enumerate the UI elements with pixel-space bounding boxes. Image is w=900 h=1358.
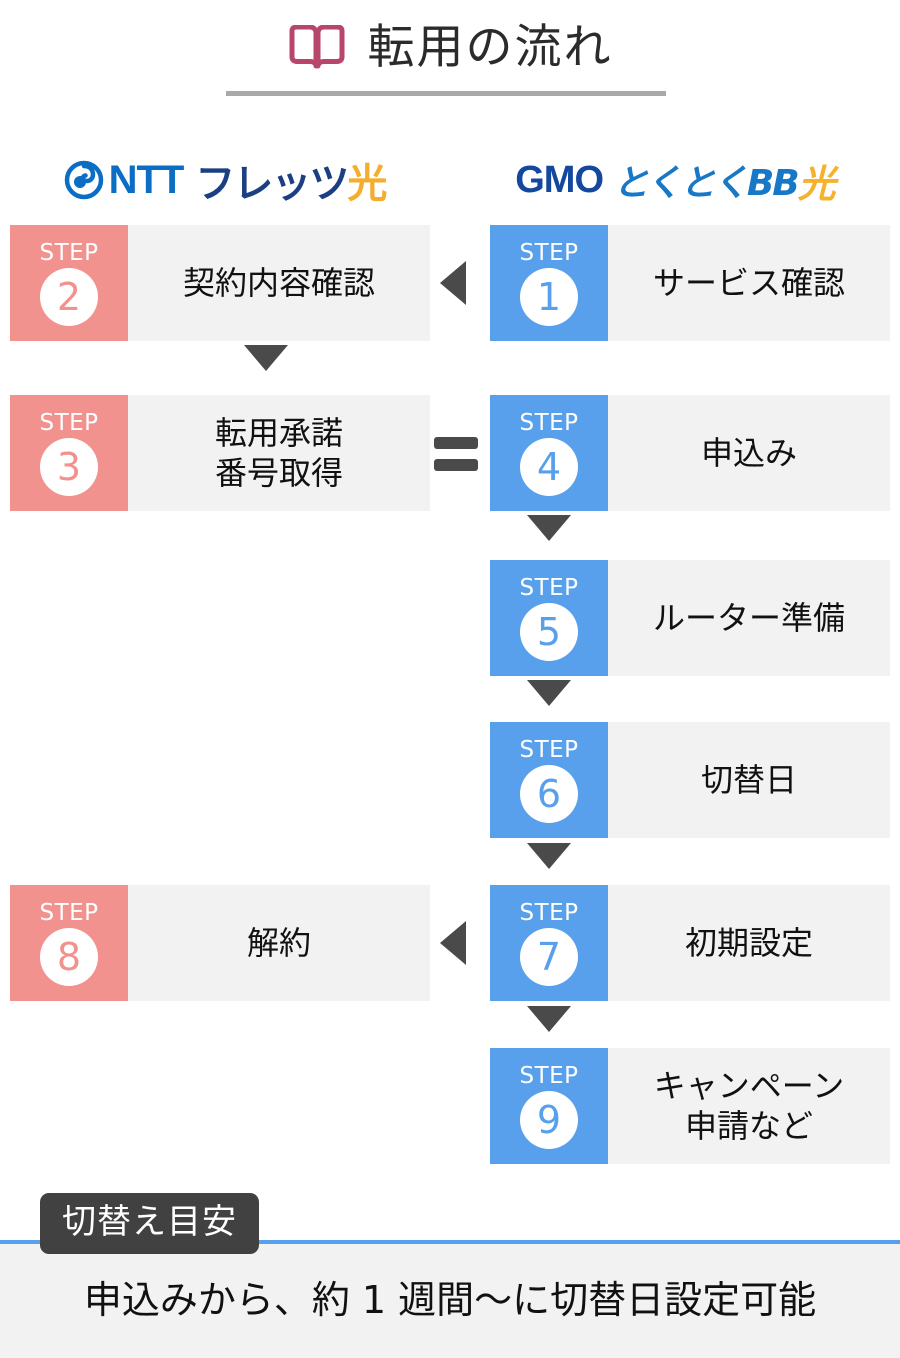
step-label-line: 申請など bbox=[684, 1107, 813, 1145]
arrow-down-icon bbox=[244, 345, 288, 371]
page-header: 転用の流れ bbox=[0, 0, 900, 115]
step-label-line: 解約 bbox=[246, 924, 311, 962]
equals-bar bbox=[434, 459, 478, 471]
open-book-icon bbox=[288, 24, 346, 71]
step-word: STEP bbox=[39, 410, 99, 436]
arrow-down-icon bbox=[527, 1006, 571, 1032]
step-label-line: 契約内容確認 bbox=[182, 264, 375, 302]
ntt-flets-hikari-logo: NTT フレッツ 光 bbox=[0, 150, 450, 210]
gmo-tokutokubb-hikari-logo: GMO とくとくBB 光 bbox=[450, 150, 900, 210]
step-word: STEP bbox=[39, 240, 99, 266]
step-label-line: 転用承諾 bbox=[214, 414, 343, 452]
step-word: STEP bbox=[519, 900, 579, 926]
arrow-down-icon bbox=[527, 680, 571, 706]
step-word: STEP bbox=[39, 900, 99, 926]
title-underline bbox=[226, 91, 666, 96]
step-number-5: 5 bbox=[520, 603, 578, 661]
tokutokubb-logo-text: とくとくBB bbox=[613, 163, 800, 204]
step-number-6: 6 bbox=[520, 765, 578, 823]
arrow-left-icon bbox=[440, 921, 466, 965]
switch-estimate-footer: 切替え目安 申込みから、約 1 週間〜に切替日設定可能 bbox=[0, 1185, 900, 1358]
arrow-left-icon bbox=[440, 261, 466, 305]
step-number-1: 1 bbox=[520, 268, 578, 326]
step-word: STEP bbox=[519, 575, 579, 601]
ntt-hikari-logo-text: 光 bbox=[347, 161, 387, 207]
flets-logo-text: フレッツ bbox=[195, 161, 349, 207]
step-number-2: 2 bbox=[40, 268, 98, 326]
arrow-down-icon bbox=[527, 843, 571, 869]
step-label-7: 初期設定 bbox=[608, 885, 890, 1001]
step-label-3: 転用承諾番号取得 bbox=[128, 395, 430, 511]
step-label-4: 申込み bbox=[608, 395, 890, 511]
title-row: 転用の流れ bbox=[0, 24, 900, 71]
switch-estimate-text: 申込みから、約 1 週間〜に切替日設定可能 bbox=[83, 1278, 817, 1322]
step-number-4: 4 bbox=[520, 438, 578, 496]
step-number-3: 3 bbox=[40, 438, 98, 496]
step-label-line: キャンペーン bbox=[653, 1067, 845, 1105]
step-label-line: 申込み bbox=[700, 434, 797, 472]
brand-logos-row: NTT フレッツ 光 GMO とくとくBB 光 bbox=[0, 150, 900, 210]
ntt-logo-text: NTT bbox=[108, 157, 185, 202]
step-number-7: 7 bbox=[520, 928, 578, 986]
equals-connector-icon bbox=[434, 437, 478, 471]
footer-panel bbox=[0, 1244, 900, 1358]
step-label-line: 番号取得 bbox=[214, 454, 343, 492]
step-label-line: 切替日 bbox=[700, 761, 797, 799]
gmo-hikari-logo-text: 光 bbox=[797, 161, 836, 206]
step-word: STEP bbox=[519, 240, 579, 266]
step-label-line: サービス確認 bbox=[652, 264, 845, 302]
step-label-9: キャンペーン申請など bbox=[608, 1048, 890, 1164]
step-label-1: サービス確認 bbox=[608, 225, 890, 341]
step-number-9: 9 bbox=[520, 1091, 578, 1149]
step-label-2: 契約内容確認 bbox=[128, 225, 430, 341]
step-label-line: 初期設定 bbox=[684, 924, 813, 962]
footer-divider bbox=[0, 1240, 900, 1244]
equals-bar bbox=[434, 437, 478, 449]
step-word: STEP bbox=[519, 1063, 579, 1089]
gmo-logo-text: GMO bbox=[515, 158, 604, 201]
step-word: STEP bbox=[519, 737, 579, 763]
step-number-8: 8 bbox=[40, 928, 98, 986]
switch-estimate-badge: 切替え目安 bbox=[40, 1193, 259, 1254]
step-label-6: 切替日 bbox=[608, 722, 890, 838]
step-word: STEP bbox=[519, 410, 579, 436]
step-label-8: 解約 bbox=[128, 885, 430, 1001]
ntt-logo-mark-icon bbox=[64, 160, 109, 200]
page-title: 転用の流れ bbox=[367, 20, 613, 75]
step-label-line: ルーター準備 bbox=[652, 599, 845, 637]
arrow-down-icon bbox=[527, 515, 571, 541]
step-label-5: ルーター準備 bbox=[608, 560, 890, 676]
